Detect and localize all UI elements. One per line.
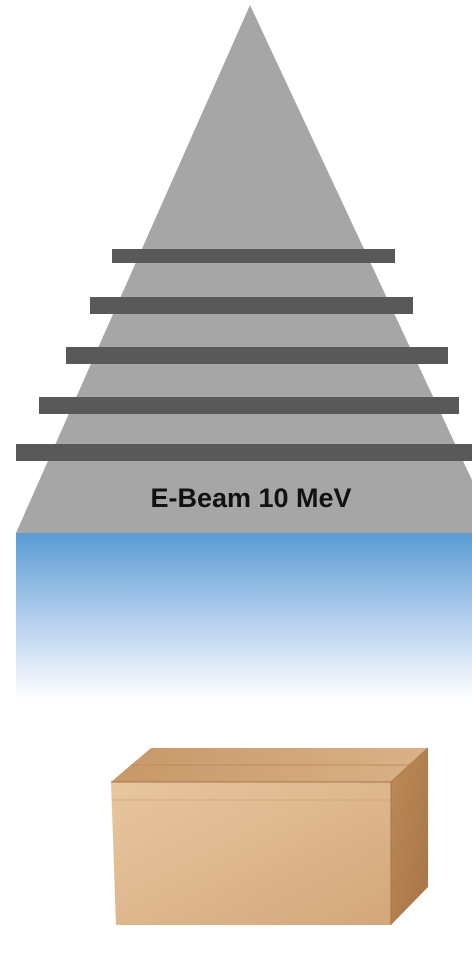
- collimator-bar: [16, 444, 472, 461]
- collimator-bar: [39, 397, 459, 414]
- collimator-bars: [16, 249, 472, 461]
- cardboard-box-icon: [111, 747, 429, 925]
- collimator-bar: [66, 347, 448, 364]
- beam-label: E-Beam 10 MeV: [150, 483, 351, 513]
- collimator-bar: [112, 249, 395, 263]
- beam-glow: [16, 533, 472, 700]
- collimator-bar: [90, 297, 413, 314]
